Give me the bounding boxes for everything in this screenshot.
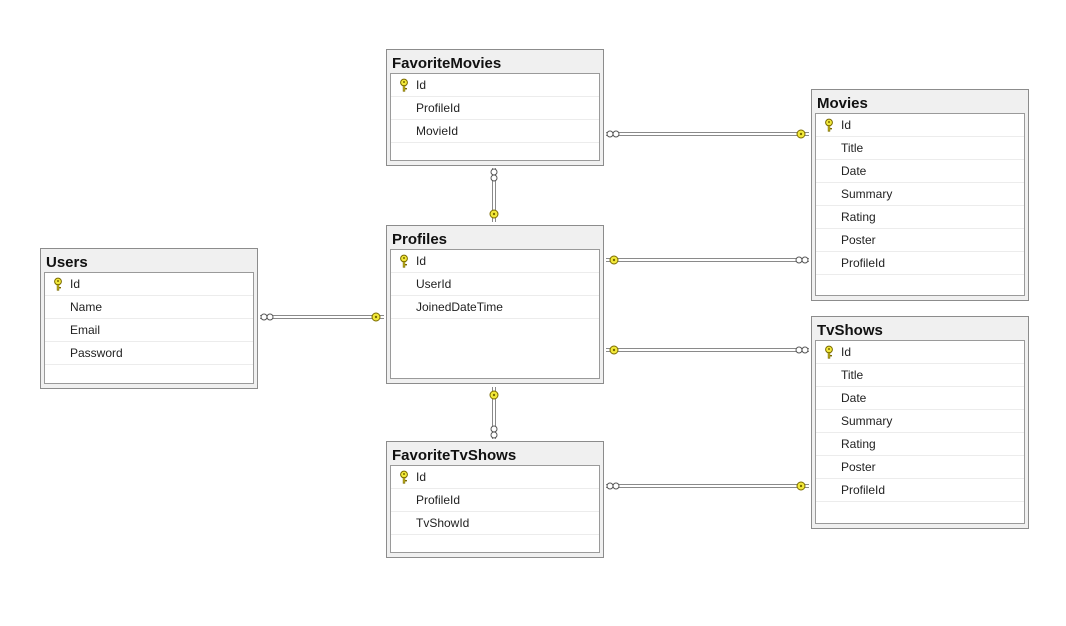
primary-key-icon	[397, 78, 411, 92]
table-title: TvShows	[817, 322, 883, 339]
column-name: Rating	[841, 210, 876, 224]
column-row[interactable]: Rating	[816, 206, 1024, 229]
column-row[interactable]: UserId	[391, 273, 599, 296]
column-row[interactable]: Rating	[816, 433, 1024, 456]
column-name: Password	[70, 346, 123, 360]
primary-key-icon	[51, 277, 65, 291]
column-row[interactable]: Id	[816, 341, 1024, 364]
column-row[interactable]: ProfileId	[391, 97, 599, 120]
column-name: Id	[416, 78, 427, 92]
column-name: Poster	[841, 233, 876, 247]
relationship-profiles-movies[interactable]	[606, 255, 809, 265]
column-name: ProfileId	[416, 493, 461, 507]
column-name: MovieId	[416, 124, 459, 138]
column-row[interactable]: Poster	[816, 229, 1024, 252]
column-name: UserId	[416, 277, 452, 291]
column-row[interactable]: Poster	[816, 456, 1024, 479]
relationship-movies-favorite_movies[interactable]	[606, 129, 809, 139]
table-title: FavoriteTvShows	[392, 447, 517, 464]
column-row[interactable]: Date	[816, 387, 1024, 410]
column-row[interactable]: Summary	[816, 183, 1024, 206]
column-name: Id	[841, 118, 852, 132]
table-title: Profiles	[392, 231, 448, 248]
column-row[interactable]: ProfileId	[391, 489, 599, 512]
column-row[interactable]: Name	[45, 296, 253, 319]
column-row[interactable]: Id	[45, 273, 253, 296]
column-name: Poster	[841, 460, 876, 474]
column-name: Name	[70, 300, 103, 314]
column-row[interactable]: TvShowId	[391, 512, 599, 535]
table-title: FavoriteMovies	[392, 55, 502, 72]
column-name: Id	[416, 470, 427, 484]
column-name: Date	[841, 391, 867, 405]
column-row[interactable]: JoinedDateTime	[391, 296, 599, 319]
column-row[interactable]: Title	[816, 137, 1024, 160]
column-name: Id	[841, 345, 852, 359]
column-row[interactable]: Password	[45, 342, 253, 365]
relationship-users-profiles[interactable]	[260, 312, 384, 322]
column-name: Email	[70, 323, 101, 337]
primary-key-icon	[397, 254, 411, 268]
column-row[interactable]: Id	[816, 114, 1024, 137]
relationship-profiles-favorite_movies[interactable]	[489, 168, 499, 222]
primary-key-icon	[822, 118, 836, 132]
column-name: Id	[70, 277, 81, 291]
column-row[interactable]: MovieId	[391, 120, 599, 143]
column-row[interactable]: Title	[816, 364, 1024, 387]
column-name: Rating	[841, 437, 876, 451]
column-name: Summary	[841, 414, 893, 428]
column-row[interactable]: ProfileId	[816, 479, 1024, 502]
column-name: Summary	[841, 187, 893, 201]
primary-key-icon	[397, 470, 411, 484]
column-name: JoinedDateTime	[416, 300, 503, 314]
column-name: TvShowId	[416, 516, 470, 530]
column-row[interactable]: Date	[816, 160, 1024, 183]
column-name: ProfileId	[841, 483, 886, 497]
column-name: ProfileId	[841, 256, 886, 270]
column-row[interactable]: Summary	[816, 410, 1024, 433]
column-name: Date	[841, 164, 867, 178]
column-row[interactable]: Email	[45, 319, 253, 342]
column-name: Title	[841, 141, 864, 155]
column-row[interactable]: ProfileId	[816, 252, 1024, 275]
relationship-profiles-favorite_tv_shows[interactable]	[489, 387, 499, 439]
column-row[interactable]: Id	[391, 250, 599, 273]
column-name: Title	[841, 368, 864, 382]
relationship-tv_shows-favorite_tv_shows[interactable]	[606, 481, 809, 491]
column-row[interactable]: Id	[391, 466, 599, 489]
relationship-profiles-tv_shows[interactable]	[606, 345, 809, 355]
table-title: Movies	[817, 95, 868, 112]
column-name: ProfileId	[416, 101, 461, 115]
primary-key-icon	[822, 345, 836, 359]
column-row[interactable]: Id	[391, 74, 599, 97]
table-title: Users	[46, 254, 88, 271]
column-name: Id	[416, 254, 427, 268]
